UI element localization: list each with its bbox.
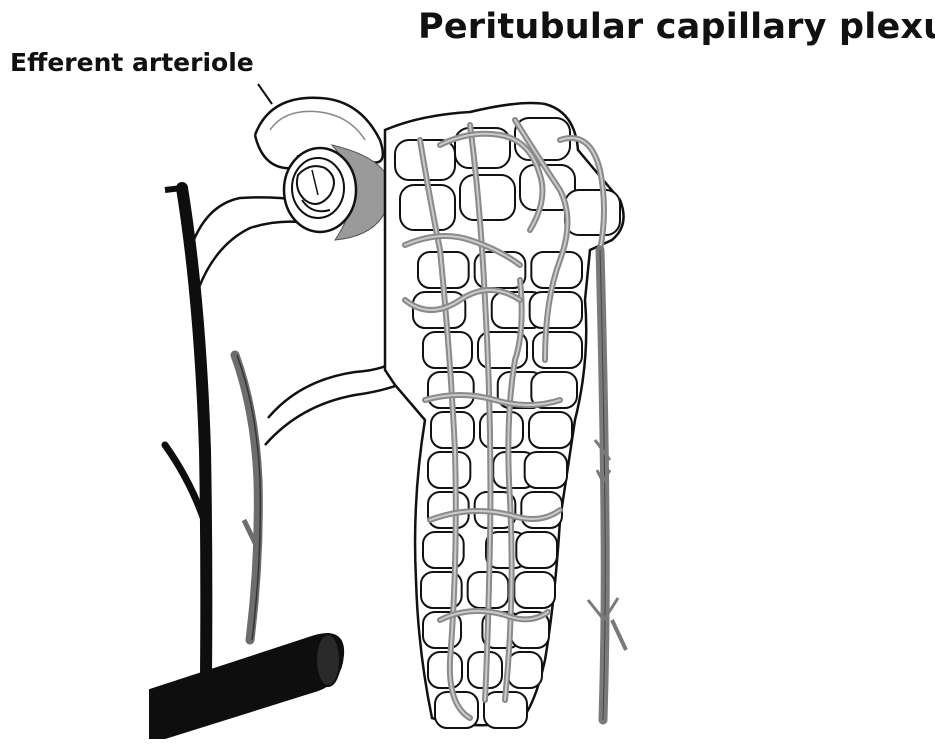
interlobular-vein: [235, 355, 260, 640]
tubule-cell: [530, 292, 582, 328]
tubule-cell: [480, 412, 523, 448]
efferent-arteriole-label: Efferent arteriole: [10, 50, 254, 75]
glomerulus: [284, 145, 390, 240]
diagram-title: Peritubular capillary plexus: [418, 10, 935, 45]
tubule-cell: [428, 452, 470, 488]
renal-vein-segment: [150, 634, 343, 738]
tubule-cell: [529, 412, 572, 448]
tubule-cell: [565, 190, 620, 235]
tubule-cell: [516, 532, 557, 568]
descending-vessel: [588, 250, 626, 720]
tubule-cell: [525, 452, 567, 488]
tubule-cell: [514, 572, 555, 608]
tubule-cell: [533, 332, 582, 368]
afferent-arteriole: [190, 197, 300, 290]
tubule-cell: [460, 175, 515, 220]
tubule-cell: [508, 652, 542, 688]
interlobular-artery: [165, 188, 206, 675]
tubule-cell: [428, 652, 462, 688]
efferent-leader-line: [258, 84, 272, 104]
